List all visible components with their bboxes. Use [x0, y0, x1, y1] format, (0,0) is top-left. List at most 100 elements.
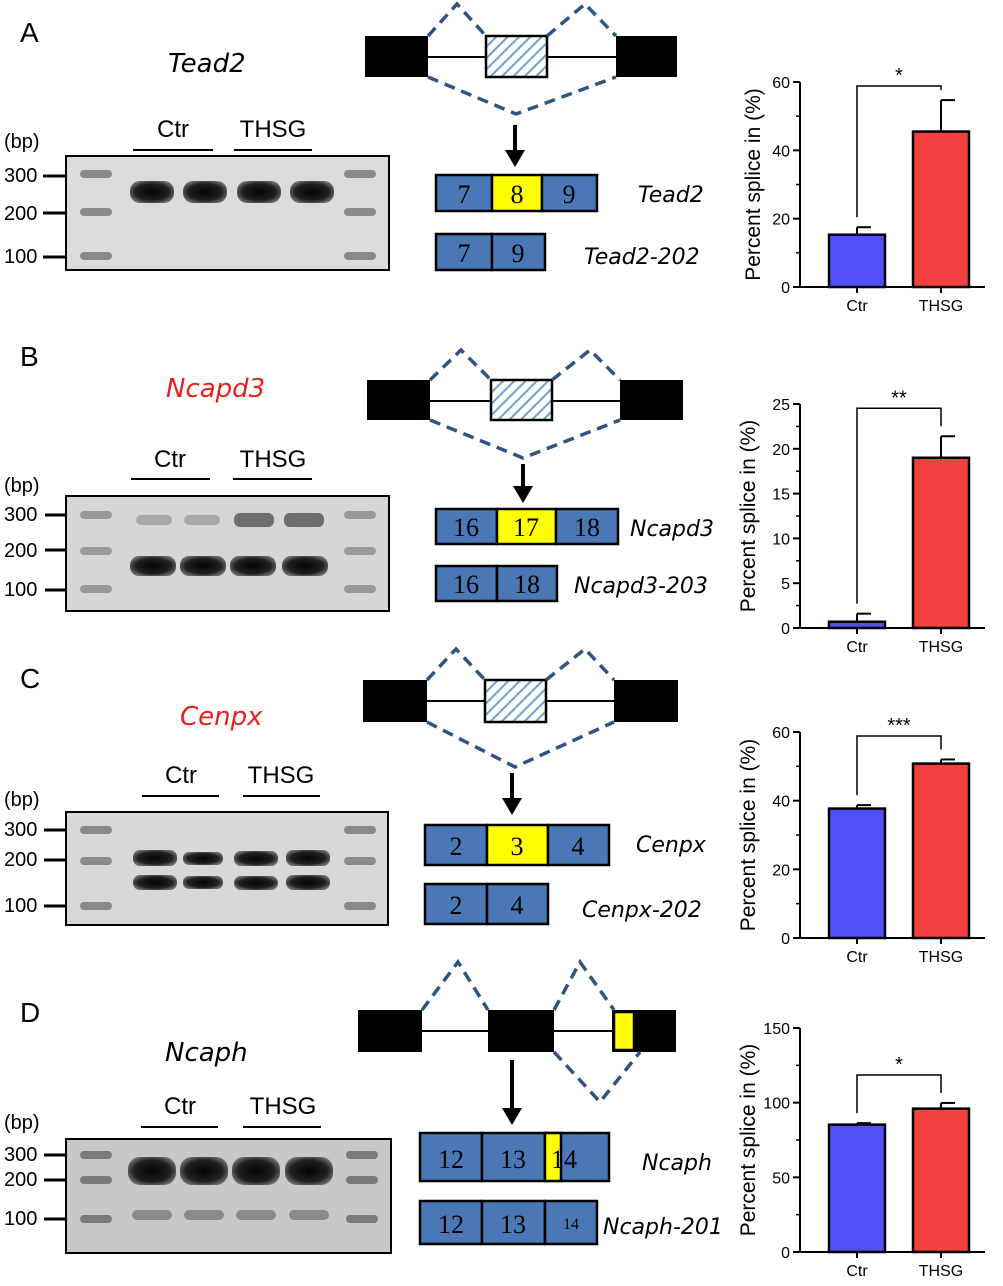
exon-label: 18 — [514, 570, 540, 599]
ladder-label-300: 300 — [4, 819, 37, 841]
panel-letter: C — [20, 663, 40, 694]
ladder-label-200: 200 — [4, 1169, 37, 1191]
exon-label: 8 — [511, 180, 524, 209]
panel-letter: D — [20, 997, 40, 1028]
ladder-label-200: 200 — [4, 540, 37, 562]
splicing-diagram — [365, 1, 677, 167]
bar-thsg — [911, 1107, 971, 1254]
y-tick-label: 15 — [772, 487, 790, 504]
bp-label: (bp) — [4, 131, 40, 153]
panel-b: B Ncapd3 Ctr THSG (bp) 300 200 100 — [4, 341, 985, 656]
y-axis-label: Percent splice in (%) — [737, 420, 760, 613]
exon-label: 2 — [450, 832, 463, 861]
exon-label: 18 — [574, 513, 600, 542]
bar-thsg — [911, 130, 971, 289]
y-tick-label: 40 — [772, 143, 790, 160]
gene-name: Tead2 — [168, 49, 246, 79]
bar-ctr — [827, 807, 887, 940]
significance-bracket — [856, 1074, 942, 1114]
y-tick-label: 0 — [781, 280, 790, 297]
x-tick-label: Ctr — [846, 298, 868, 315]
bar-ctr — [827, 1123, 887, 1254]
significance-label: ** — [891, 387, 907, 409]
x-tick-label: THSG — [919, 949, 963, 966]
significance-bracket — [856, 85, 942, 218]
bar-ctr — [827, 620, 887, 630]
ladder-label-100: 100 — [4, 246, 37, 268]
isoform-short: 16 18 Ncapd3-203 — [434, 564, 708, 603]
ladder-label-100: 100 — [4, 579, 37, 601]
ladder-label-100: 100 — [4, 1208, 37, 1230]
exon-label: 3 — [511, 832, 524, 861]
panel-c: C Cenpx Ctr THSG (bp) 300 200 100 — [4, 646, 985, 966]
gene-name: Ncaph — [165, 1038, 248, 1068]
exon-label: 9 — [563, 180, 576, 209]
significance-label: * — [895, 1054, 903, 1076]
y-tick-label: 100 — [763, 1096, 790, 1113]
exon-label: 14 — [563, 1216, 579, 1233]
exon-label: 4 — [511, 891, 524, 920]
group-label-thsg: THSG — [240, 116, 307, 143]
isoform-name: Ncapd3-203 — [574, 574, 708, 599]
exon-label: 12 — [438, 1210, 464, 1239]
panel-a: A Tead2 Ctr THSG (bp) 300 200 100 — [4, 1, 985, 315]
isoform-full: 12 13 14 Ncaph — [418, 1131, 712, 1183]
splicing-diagram — [367, 347, 683, 503]
isoform-full: 16 17 18 Ncapd3 — [434, 507, 714, 546]
isoform-short: 7 9 Tead2-202 — [434, 232, 700, 272]
x-tick-label: Ctr — [846, 1263, 868, 1280]
gel-image — [65, 155, 390, 271]
significance-label: *** — [887, 715, 911, 737]
bar-ctr — [827, 233, 887, 289]
y-tick-label: 20 — [772, 862, 790, 879]
panel-letter: A — [20, 17, 39, 48]
exon-label: 2 — [450, 891, 463, 920]
exon-label: 13 — [500, 1210, 526, 1239]
exon-label: 13 — [500, 1145, 526, 1174]
exon-label: 12 — [438, 1145, 464, 1174]
gene-name: Cenpx — [180, 702, 263, 732]
y-tick-label: 0 — [781, 1245, 790, 1262]
exon-label: 4 — [572, 832, 585, 861]
splicing-diagram — [363, 646, 678, 815]
significance-label: * — [895, 65, 903, 87]
x-tick-label: THSG — [919, 1263, 963, 1280]
isoform-full: 7 8 9 Tead2 — [434, 173, 704, 213]
isoform-name: Cenpx — [636, 833, 707, 858]
exon-label: 9 — [512, 239, 525, 268]
exon-label: 16 — [453, 570, 479, 599]
significance-bracket — [856, 735, 942, 796]
y-tick-label: 40 — [772, 794, 790, 811]
isoform-name: Ncaph — [642, 1151, 712, 1176]
y-tick-label: 60 — [772, 75, 790, 92]
y-tick-label: 20 — [772, 442, 790, 459]
ladder-label-100: 100 — [4, 895, 37, 917]
group-label-thsg: THSG — [240, 446, 307, 473]
bp-label: (bp) — [4, 1112, 40, 1134]
group-label-ctr: Ctr — [157, 116, 189, 143]
exon-label: 7 — [458, 239, 471, 268]
bar-thsg — [911, 762, 971, 940]
group-label-thsg: THSG — [250, 1093, 317, 1120]
ladder-label-200: 200 — [4, 203, 37, 225]
y-tick-label: 60 — [772, 725, 790, 742]
group-label-ctr: Ctr — [165, 762, 197, 789]
gel-image — [65, 1138, 392, 1254]
ladder-label-300: 300 — [4, 165, 37, 187]
significance-bracket — [856, 407, 942, 604]
x-tick-label: THSG — [919, 298, 963, 315]
x-tick-label: Ctr — [846, 639, 868, 656]
gene-name: Ncapd3 — [166, 374, 265, 404]
panel-d: D Ncaph Ctr THSG (bp) 300 200 100 — [4, 958, 985, 1280]
exon-label: 17 — [513, 513, 539, 542]
exon-label: 14 — [551, 1145, 577, 1174]
isoform-name: Tead2 — [638, 183, 704, 208]
y-tick-label: 5 — [781, 576, 790, 593]
x-tick-label: Ctr — [846, 949, 868, 966]
exon-label: 7 — [458, 180, 471, 209]
